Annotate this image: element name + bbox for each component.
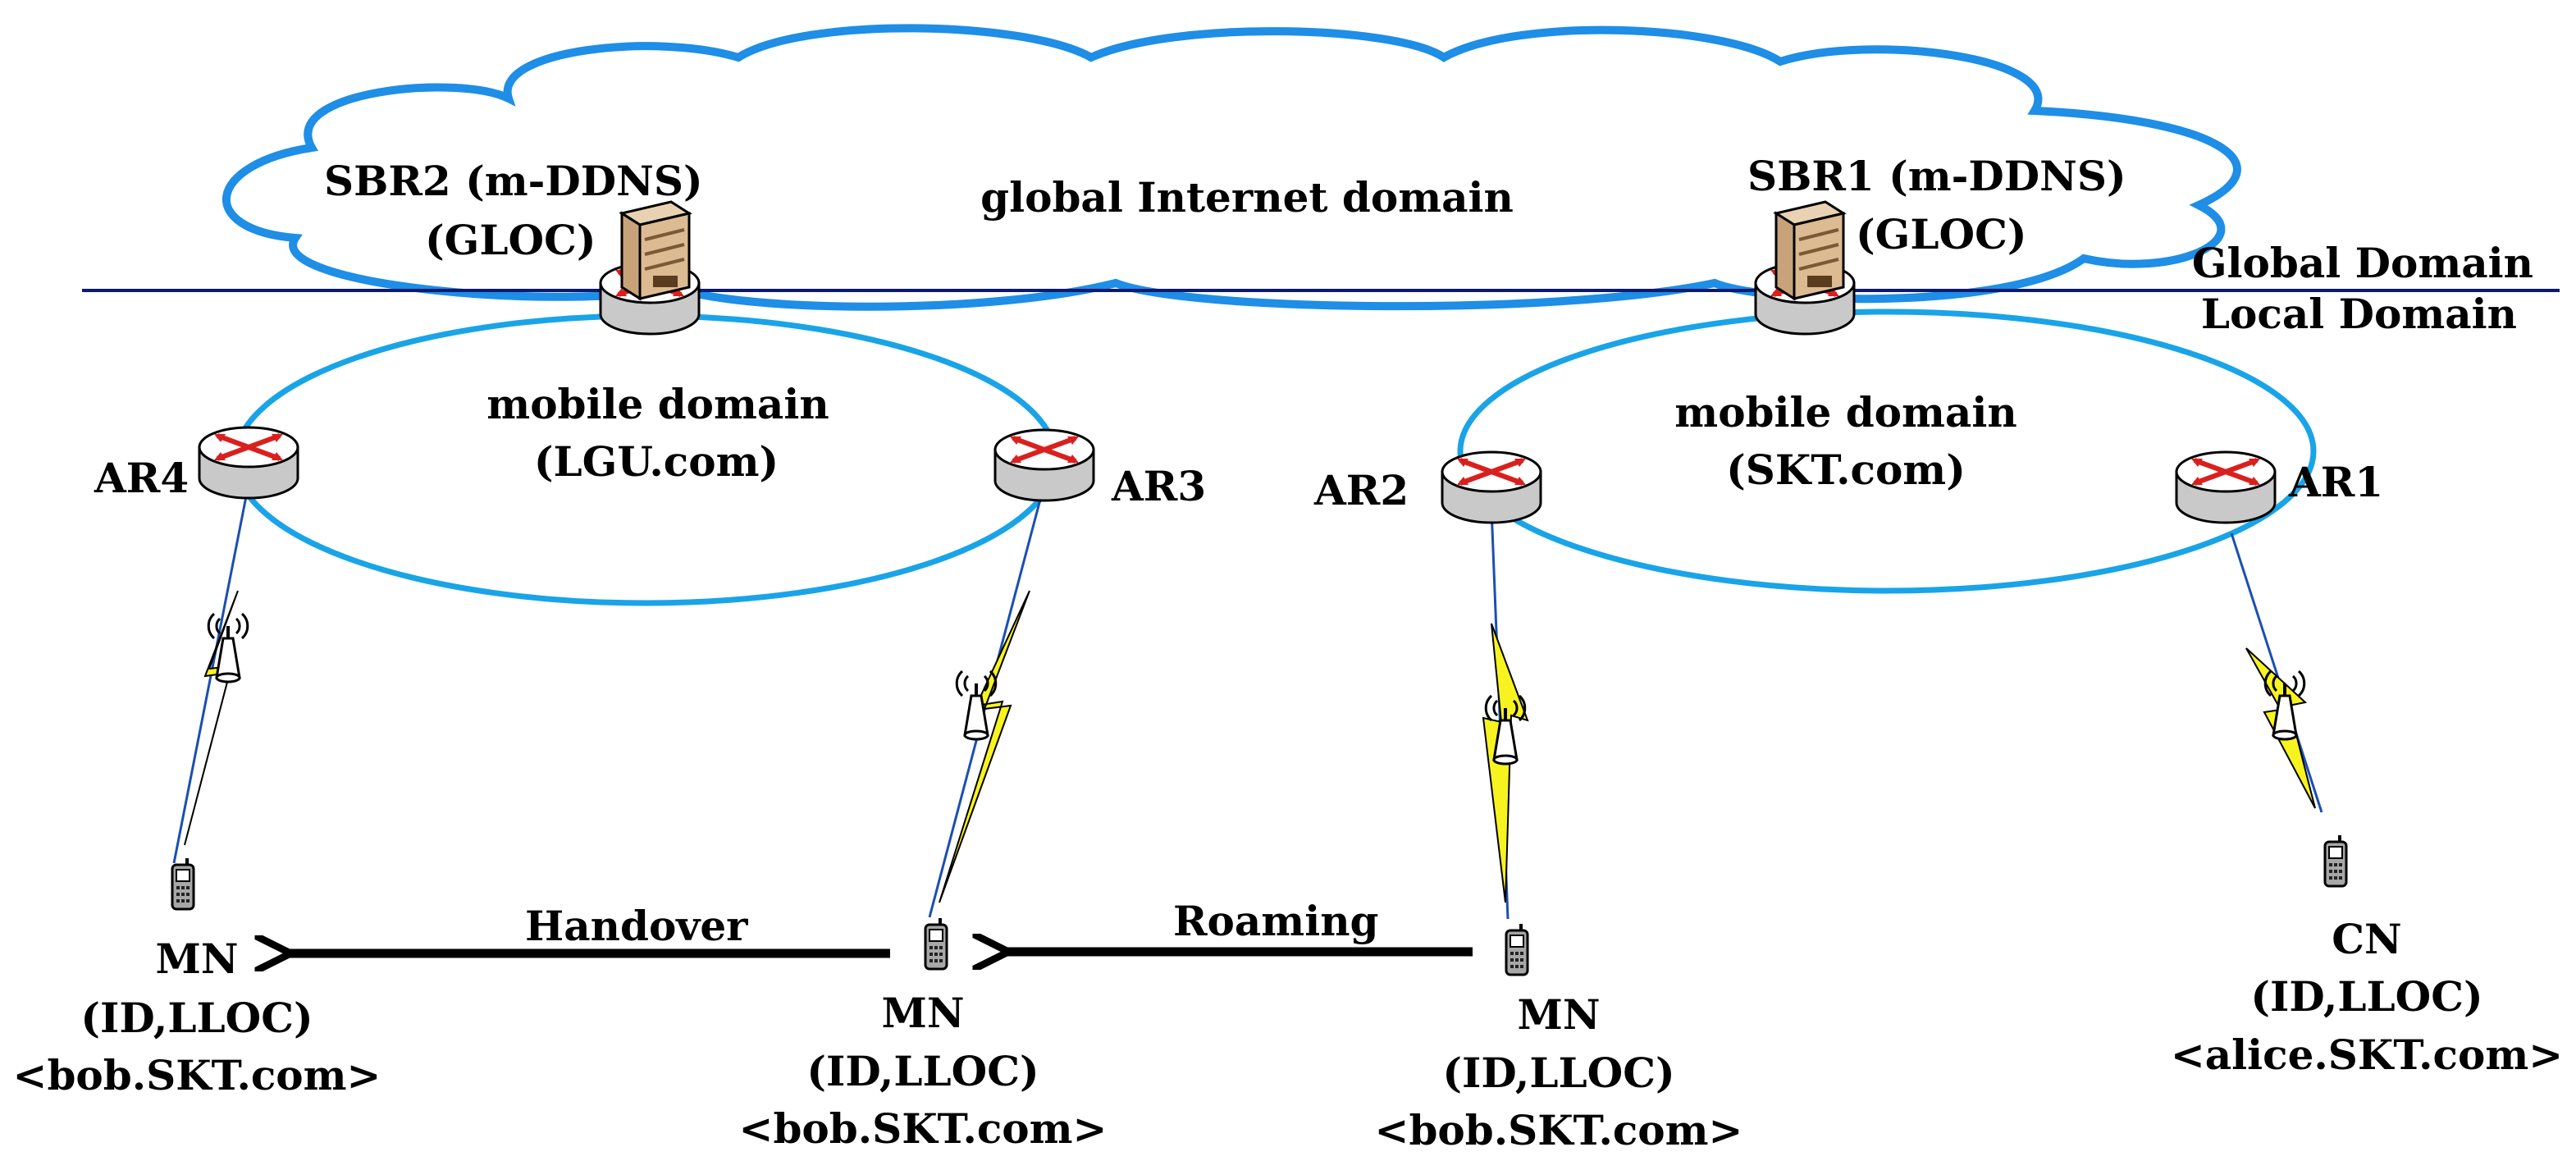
- mn-middle-name: MN: [881, 989, 964, 1037]
- mn-middle-address: <bob.SKT.com>: [739, 1104, 1108, 1153]
- lgu-domain-title: mobile domain: [486, 380, 829, 428]
- mn-middle-ids: (ID,LLOC): [806, 1047, 1039, 1095]
- global-internet-cloud: [222, 24, 2241, 311]
- lgu-domain-name: (LGU.com): [534, 437, 779, 486]
- sbr2-role: (GLOC): [425, 216, 596, 264]
- router-ar1-icon[interactable]: [2176, 452, 2275, 523]
- mn-left-ids: (ID,LLOC): [80, 994, 313, 1042]
- router-ar4-label: AR4: [94, 454, 189, 502]
- global-domain-label: Global Domain: [2192, 239, 2533, 287]
- mn-right-address: <bob.SKT.com>: [1375, 1106, 1743, 1154]
- sbr1-name: SBR1 (m-DDNS): [1747, 152, 2126, 200]
- mobile-phone-icon[interactable]: [1505, 922, 1529, 976]
- skt-domain-title: mobile domain: [1674, 388, 2016, 436]
- skt-domain-ellipse: [1457, 308, 2317, 594]
- cn-name: CN: [2332, 915, 2402, 963]
- handover-label: Handover: [525, 902, 748, 950]
- router-ar3-icon[interactable]: [995, 430, 1094, 500]
- wireless-links: [172, 483, 2323, 920]
- cn-ids: (ID,LLOC): [2250, 972, 2482, 1021]
- lightning-bolts: [184, 590, 2316, 903]
- cloud-label: global Internet domain: [980, 173, 1514, 222]
- router-ar4-icon[interactable]: [199, 427, 298, 498]
- local-domain-label: Local Domain: [2201, 290, 2517, 338]
- mobile-phone-icon[interactable]: [171, 857, 195, 911]
- mn-left-address: <bob.SKT.com>: [13, 1051, 381, 1099]
- cn-address: <alice.SKT.com>: [2171, 1031, 2563, 1079]
- server-sbr2-icon[interactable]: [620, 200, 691, 300]
- sbr2-name: SBR2 (m-DDNS): [324, 157, 703, 205]
- router-ar2-icon[interactable]: [1442, 452, 1541, 523]
- mn-right-name: MN: [1517, 990, 1600, 1039]
- roaming-label: Roaming: [1173, 897, 1379, 945]
- router-ar2-label: AR2: [1313, 466, 1409, 514]
- router-ar3-label: AR3: [1111, 462, 1206, 510]
- router-ar1-label: AR1: [2288, 458, 2383, 506]
- skt-domain-name: (SKT.com): [1726, 446, 1966, 494]
- mn-left-name: MN: [155, 935, 238, 983]
- mobile-phone-icon[interactable]: [924, 916, 948, 971]
- server-sbr1-icon[interactable]: [1774, 200, 1845, 300]
- mobile-phone-icon[interactable]: [2323, 834, 2348, 888]
- mn-right-ids: (ID,LLOC): [1442, 1049, 1674, 1097]
- sbr1-role: (GLOC): [1856, 210, 2027, 258]
